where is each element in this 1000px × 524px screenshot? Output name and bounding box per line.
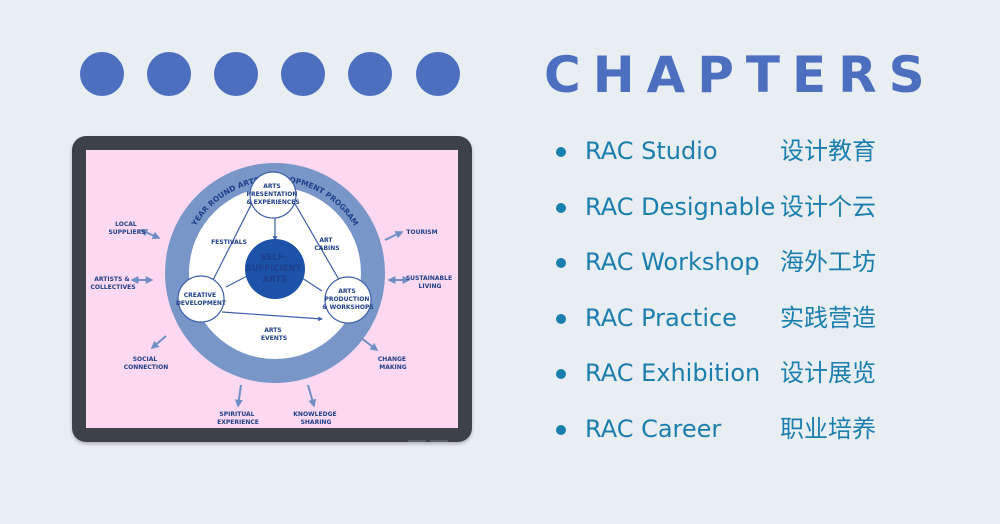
chapter-item: RAC Designable 设计个云 [556, 192, 916, 248]
chapter-name: RAC Exhibition [585, 359, 761, 388]
arrow-creative-to-production [221, 311, 323, 322]
chapter-item: RAC Career 职业培养 [556, 414, 916, 470]
arrow-social [150, 335, 167, 350]
label-local-suppliers: LOCAL SUPPLIERS [108, 221, 145, 236]
chapter-name: RAC Workshop [585, 248, 760, 277]
dot-1 [80, 52, 124, 96]
label-social: SOCIAL CONNECTION [124, 356, 169, 371]
label-sustainable: SUSTAINABLE LIVING [406, 275, 454, 290]
tablet-button [408, 440, 426, 442]
chapter-name-zh: 设计展览 [780, 359, 876, 388]
bullet-icon [556, 202, 566, 213]
node-production-label: ARTS PRODUCTION & WORKSHOPS [322, 288, 373, 311]
dot-4 [281, 52, 325, 96]
dot-2 [147, 52, 191, 96]
node-presentation [249, 171, 297, 219]
bullet-icon [556, 258, 566, 269]
chapter-name-zh: 设计个云 [780, 192, 876, 221]
chapter-name-zh: 职业培养 [780, 414, 876, 443]
bullet-icon [556, 313, 566, 324]
chapter-item: RAC Studio 设计教育 [556, 136, 916, 192]
dot-3 [214, 52, 258, 96]
center-node [245, 239, 305, 299]
chapter-item: RAC Exhibition 设计展览 [556, 358, 916, 414]
label-festivals: FESTIVALS [211, 239, 247, 246]
chapter-item: RAC Practice 实践营造 [556, 303, 916, 359]
chapter-name: RAC Designable [585, 192, 776, 221]
page-title: CHAPTERS [544, 46, 937, 104]
arrow-tourism [384, 231, 404, 241]
chapter-name-zh: 实践营造 [780, 303, 876, 332]
decorative-dots [80, 52, 460, 96]
arts-development-diagram: YEAR ROUND ARTS DEVELOPMENT PROGRAM [90, 163, 454, 426]
dot-5 [348, 52, 392, 96]
dot-6 [416, 52, 460, 96]
node-production [324, 276, 372, 324]
tablet-button [430, 440, 448, 442]
label-tourism: TOURISM [406, 229, 437, 236]
bullet-icon [556, 424, 566, 435]
label-art-cabins: ART CABINS [314, 237, 339, 252]
chapter-name: RAC Studio [585, 137, 718, 165]
node-presentation-label: ARTS PRESENTATION & EXPERIENCES [246, 183, 299, 206]
tablet-screen: YEAR ROUND ARTS DEVELOPMENT PROGRAM [86, 150, 458, 428]
chapter-name-zh: 海外工坊 [780, 248, 876, 277]
arrow-local-suppliers [139, 228, 161, 240]
label-artists: ARTISTS & COLLECTIVES [90, 276, 135, 291]
chapter-name: RAC Practice [585, 303, 737, 332]
chapter-list: RAC Studio 设计教育 RAC Designable 设计个云 RAC … [556, 136, 916, 470]
arrow-change [360, 337, 379, 351]
chapter-name-zh: 设计教育 [780, 137, 876, 165]
arrow-production-to-presentation [290, 196, 342, 284]
node-creative [177, 275, 225, 323]
arrow-spiritual [234, 384, 243, 408]
chapter-name: RAC Career [585, 414, 722, 443]
bullet-icon [556, 147, 566, 157]
arrow-presentation-to-creative [210, 196, 256, 285]
tablet-mockup: YEAR ROUND ARTS DEVELOPMENT PROGRAM [72, 136, 472, 442]
node-creative-label: CREATIVE DEVELOPMENT [176, 292, 227, 307]
label-knowledge: KNOWLEDGE SHARING [293, 411, 338, 426]
center-label: SELF- SUFFICIENT ARTS [246, 253, 305, 285]
bullet-icon [556, 369, 566, 380]
chapter-item: RAC Workshop 海外工坊 [556, 247, 916, 303]
label-change: CHANGE MAKING [378, 356, 408, 371]
label-spiritual: SPIRITUAL EXPERIENCE [217, 411, 259, 426]
arrow-knowledge [307, 384, 317, 408]
label-arts-events: ARTS EVENTS [261, 327, 287, 342]
